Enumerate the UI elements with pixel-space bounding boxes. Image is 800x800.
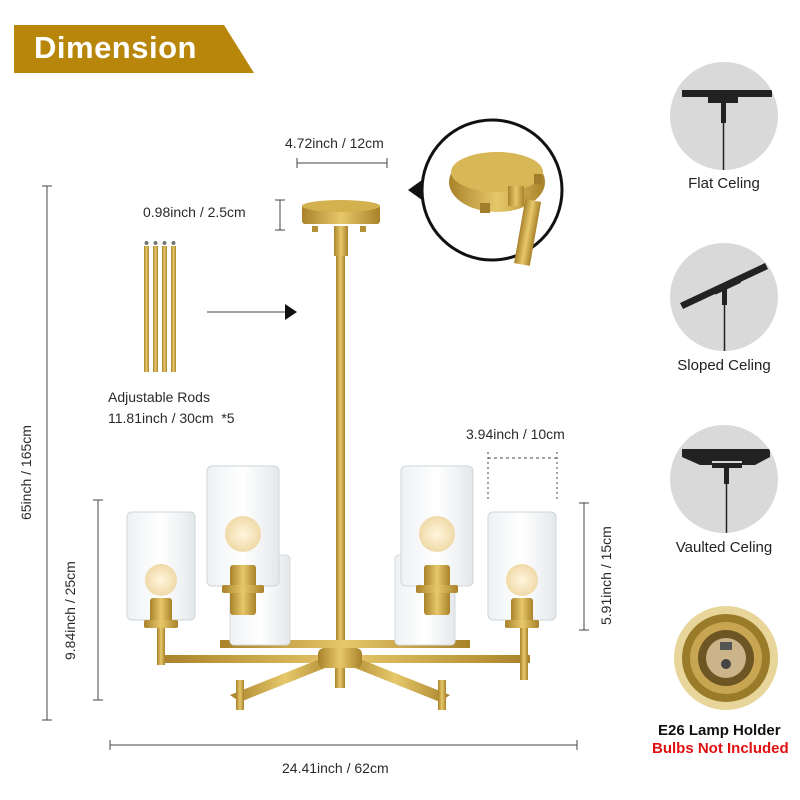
shade-height-label: 5.91inch / 15cm <box>598 526 614 625</box>
sloped-ceiling-label: Sloped Celing <box>677 357 771 374</box>
bulbs-note: Bulbs Not Included <box>652 740 789 757</box>
flat-ceiling-icon <box>670 62 778 170</box>
rods-spec: 11.81inch / 30cm *5 <box>108 410 235 426</box>
vaulted-ceiling-icon <box>670 425 778 533</box>
total-width-label: 24.41inch / 62cm <box>282 760 389 776</box>
banner-title: Dimension <box>34 30 197 65</box>
lamp-holder-title: E26 Lamp Holder <box>658 722 781 739</box>
vaulted-ceiling-label: Vaulted Celing <box>675 539 773 556</box>
canopy-height-label: 0.98inch / 2.5cm <box>143 204 246 220</box>
lamp-holder-icon <box>672 604 780 712</box>
dimension-banner <box>14 25 254 73</box>
total-height-label: 65inch / 165cm <box>18 425 34 520</box>
canopy-width-label: 4.72inch / 12cm <box>285 135 384 151</box>
shade-width-label: 3.94inch / 10cm <box>466 426 565 442</box>
flat-ceiling-label: Flat Celing <box>688 175 760 192</box>
rods-title: Adjustable Rods <box>108 389 210 405</box>
body-height-label: 9.84inch / 25cm <box>62 561 78 660</box>
sloped-ceiling-icon <box>670 243 778 351</box>
